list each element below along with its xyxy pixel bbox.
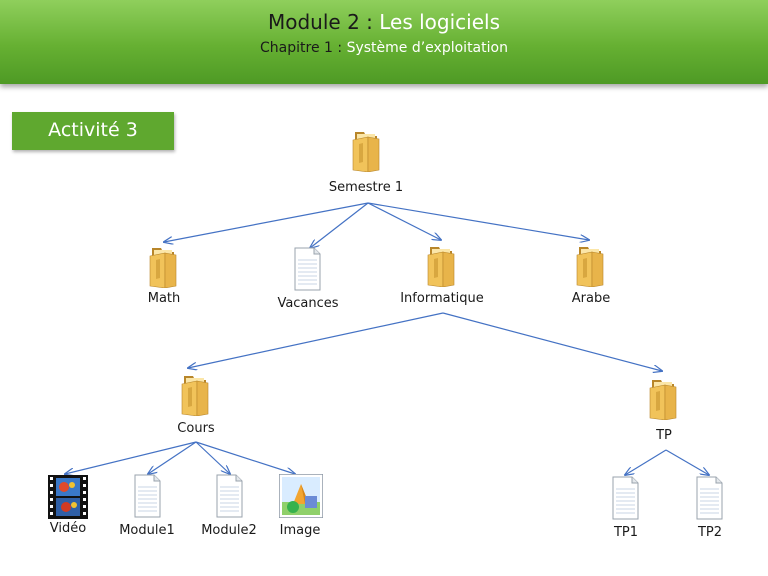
node-module1[interactable]: Module1 — [119, 474, 175, 538]
connector-semestre-vacances — [310, 202, 369, 248]
document-icon — [612, 476, 639, 520]
activity-badge: Activité 3 — [12, 112, 174, 150]
node-label: TP — [655, 428, 672, 443]
node-tp1[interactable]: TP1 — [612, 476, 639, 540]
document-icon — [696, 476, 723, 520]
connector-cours-module2 — [195, 441, 230, 474]
folder-icon — [427, 246, 455, 287]
folder-icon — [181, 375, 209, 416]
node-label: Vacances — [277, 296, 338, 311]
module-label: Module 2 : — [267, 10, 373, 34]
node-informatique[interactable]: Informatique — [400, 246, 484, 306]
image-icon — [279, 474, 323, 518]
connector-informatique-cours — [188, 312, 444, 368]
connector-cours-module1 — [148, 441, 197, 474]
node-label: Cours — [177, 421, 215, 436]
document-icon — [134, 474, 161, 518]
node-tp2[interactable]: TP2 — [696, 476, 723, 540]
node-vacances[interactable]: Vacances — [277, 247, 339, 311]
node-video[interactable]: Vidéo — [48, 475, 88, 536]
node-cours[interactable]: Cours — [177, 375, 215, 436]
chapter-title: Chapitre 1 : Système d’exploitation — [0, 40, 768, 56]
node-math[interactable]: Math — [148, 247, 181, 306]
chapter-label: Chapitre 1 : — [260, 40, 343, 56]
node-tp[interactable]: TP — [649, 379, 677, 443]
folder-icon — [649, 379, 677, 420]
node-module2[interactable]: Module2 — [201, 474, 257, 538]
video-icon — [48, 475, 88, 519]
folder-icon — [352, 131, 380, 172]
node-label: Informatique — [400, 291, 484, 306]
connector-lines — [65, 202, 709, 475]
folder-icon — [576, 246, 604, 287]
node-label: Vidéo — [50, 521, 86, 536]
node-label: Arabe — [572, 291, 610, 306]
node-label: TP2 — [697, 525, 722, 540]
node-label: Math — [148, 291, 181, 306]
module-name: Les logiciels — [379, 10, 501, 34]
chapter-name: Système d’exploitation — [346, 40, 508, 56]
connector-semestre-informatique — [367, 202, 441, 240]
connector-tp-tp2 — [665, 449, 709, 475]
connector-semestre-arabe — [367, 202, 589, 240]
node-label: Module2 — [201, 523, 257, 538]
document-icon — [216, 474, 243, 518]
node-label: Image — [280, 523, 321, 538]
node-arabe[interactable]: Arabe — [572, 246, 610, 306]
node-label: Module1 — [119, 523, 175, 538]
module-title: Module 2 : Les logiciels — [0, 10, 768, 34]
node-image[interactable]: Image — [279, 474, 323, 538]
header-banner: Module 2 : Les logiciels Chapitre 1 : Sy… — [0, 0, 768, 84]
connector-tp-tp1 — [625, 449, 667, 475]
document-icon — [294, 247, 321, 291]
node-label: Semestre 1 — [329, 180, 403, 195]
connector-informatique-tp — [442, 312, 662, 371]
node-label: TP1 — [613, 525, 638, 540]
connector-cours-image — [195, 441, 295, 474]
node-semestre-1[interactable]: Semestre 1 — [329, 131, 403, 195]
connector-semestre-math — [164, 202, 369, 242]
connector-cours-video — [65, 441, 197, 474]
folder-icon — [149, 247, 177, 288]
